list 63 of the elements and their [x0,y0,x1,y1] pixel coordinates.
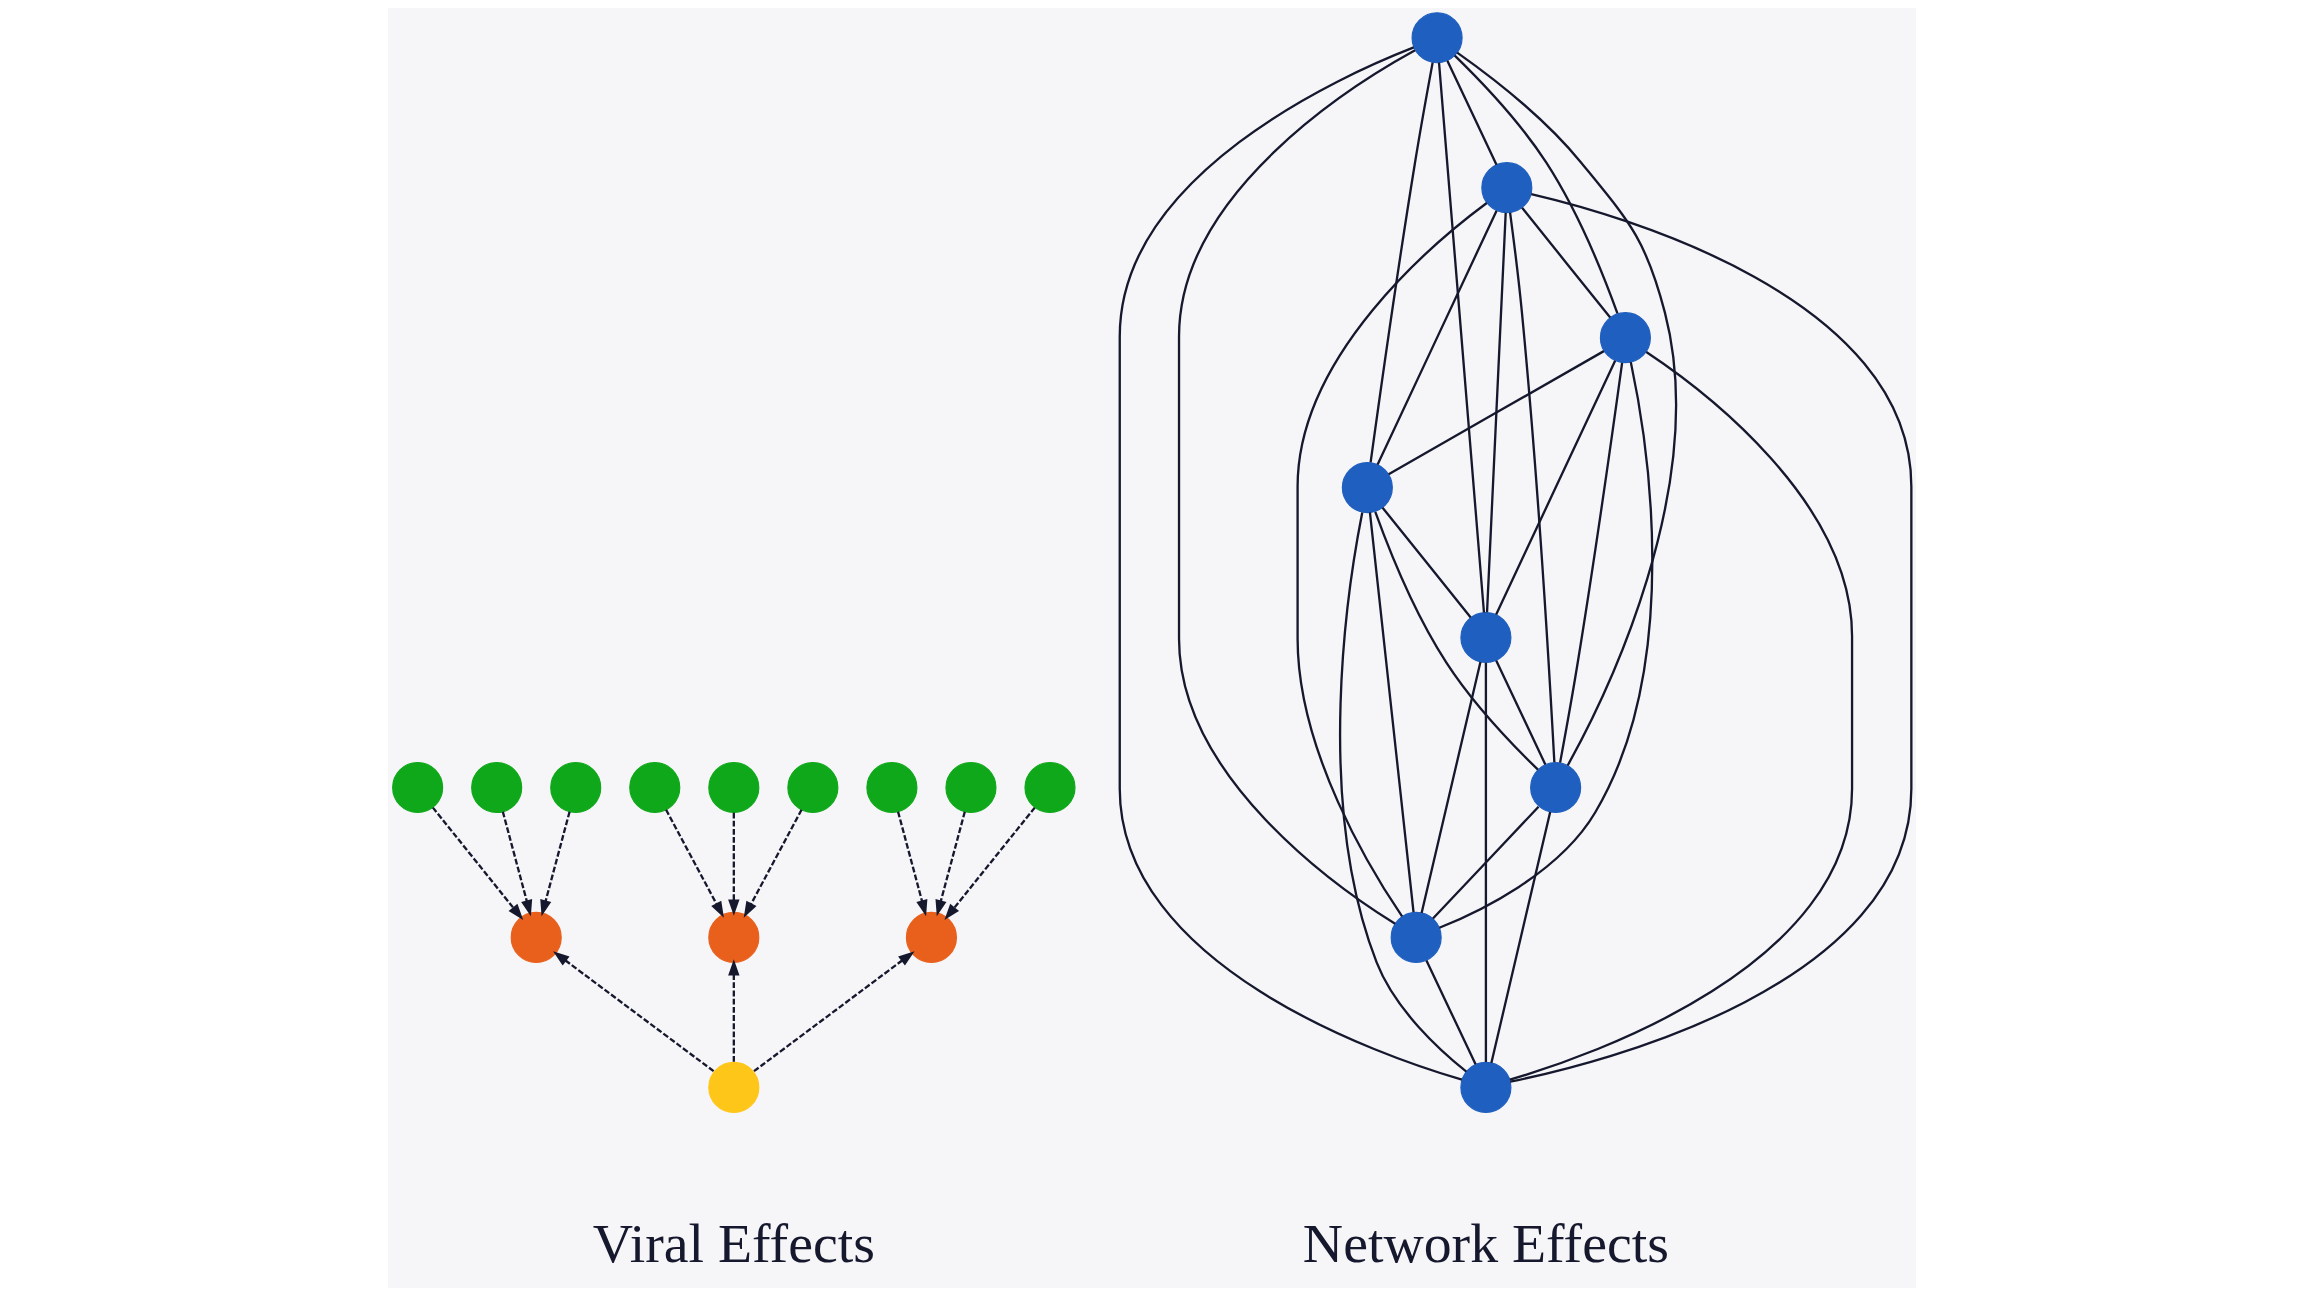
node-circle [1530,761,1582,814]
arrow [752,951,915,1073]
node-circle [471,761,523,814]
connector [1509,351,1854,1081]
connector [1368,512,1415,913]
connector [1437,62,1486,613]
connector [1118,46,1463,1081]
connector [1425,959,1477,1065]
connector [1446,60,1498,166]
node-circle [1024,761,1076,814]
connector [1521,207,1612,319]
arrow [743,809,803,918]
node-circle [945,761,997,814]
node-circle [510,911,562,963]
node-circle [1481,162,1533,214]
node-circle [708,911,760,963]
connector [1453,54,1619,314]
arrow [540,811,571,917]
connector [1432,805,1540,920]
arrow [553,951,715,1073]
label: Network Effects [1302,1211,1669,1274]
arrow [935,811,966,917]
node-circle [905,911,957,963]
connector [1374,511,1539,771]
connector [1558,362,1624,763]
connector [1381,507,1472,619]
connector [1296,202,1488,918]
node-circle [708,1061,760,1113]
connector [1508,212,1556,763]
label: Viral Effects [592,1211,875,1274]
node-circle [708,761,760,814]
connector [1369,62,1434,463]
connector [1420,661,1482,914]
node-circle [787,761,839,814]
connector [1490,811,1552,1064]
connector [1388,350,1605,476]
connector [1177,49,1416,925]
connector [1376,210,1498,465]
connector [1484,662,1488,1063]
node-circle [629,761,681,814]
node-circle [392,761,444,814]
arrow [728,812,740,916]
arrow [728,959,740,1063]
connector [1495,660,1547,765]
connector [1438,361,1654,929]
arrow [432,806,524,921]
connector [1485,212,1507,613]
arrow [665,809,724,918]
node-circle [550,761,602,814]
connector [1495,360,1617,615]
arrow [501,811,533,917]
node-circle [1390,911,1442,963]
node-circle [1460,1061,1512,1113]
arrow [944,806,1036,921]
connector [1456,51,1677,766]
node-circle [866,761,918,814]
node-circle [1411,12,1463,64]
node-circle [1341,462,1393,514]
node-circle [1460,611,1512,664]
connector [1510,192,1913,1083]
node-circle [1599,312,1651,364]
arrow [896,811,928,917]
connector [1339,512,1468,1073]
